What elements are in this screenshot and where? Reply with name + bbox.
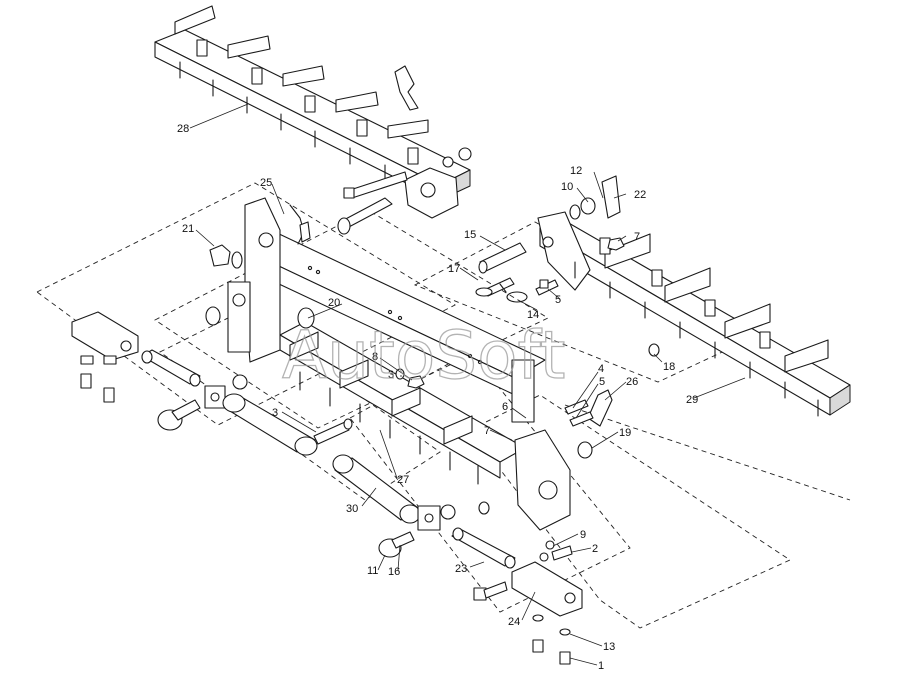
- comb-bar-29: [537, 175, 851, 417]
- callout-17: 17: [448, 263, 460, 275]
- callout-26: 26: [626, 376, 638, 388]
- callout-15: 15: [464, 229, 476, 241]
- callout-22: 22: [634, 189, 646, 201]
- callout-8: 8: [372, 351, 378, 363]
- callout-13: 13: [603, 641, 615, 653]
- latch-25: [289, 204, 311, 245]
- pin-bolt-set: [337, 171, 408, 235]
- callout-labels: 28 25 21 15 17 12 10 22 7 5 14 20 18 29 …: [177, 123, 698, 672]
- callout-29: 29: [686, 394, 698, 406]
- callout-9: 9: [580, 529, 586, 541]
- callout-31: 3: [388, 369, 394, 381]
- callout-5-top: 5: [555, 294, 561, 306]
- callout-2: 2: [592, 543, 598, 555]
- callout-12: 12: [570, 165, 582, 177]
- callout-27: 27: [397, 474, 409, 486]
- callout-7-mid: 7: [484, 425, 490, 437]
- callout-7-top: 7: [634, 231, 640, 243]
- callout-3: 3: [272, 407, 278, 419]
- callout-19: 19: [619, 427, 631, 439]
- callout-4: 4: [598, 363, 604, 375]
- callout-25: 25: [260, 177, 272, 189]
- callout-16: 16: [388, 566, 400, 578]
- watermark: AutoSoft: [282, 317, 565, 394]
- callout-21: 21: [182, 223, 194, 235]
- callout-6: 6: [502, 401, 508, 413]
- leader-lines: [189, 103, 746, 666]
- callout-28: 28: [177, 123, 189, 135]
- callout-11: 11: [367, 565, 378, 577]
- callout-5-mid: 5: [599, 376, 605, 388]
- callout-14: 14: [527, 309, 539, 321]
- callout-18: 18: [663, 361, 675, 373]
- callout-24-label: 24: [508, 616, 520, 628]
- callout-30: 30: [346, 503, 358, 515]
- comb-bar-28: [154, 5, 472, 219]
- callout-1: 1: [598, 660, 604, 672]
- lower-assembly-set: [332, 454, 583, 665]
- main-frame: [227, 197, 571, 531]
- left-bracket-set: [71, 244, 353, 456]
- callout-23-label: 23: [455, 563, 467, 575]
- callout-20: 20: [328, 297, 340, 309]
- callout-10: 10: [561, 181, 573, 193]
- right-small-parts: [395, 237, 660, 459]
